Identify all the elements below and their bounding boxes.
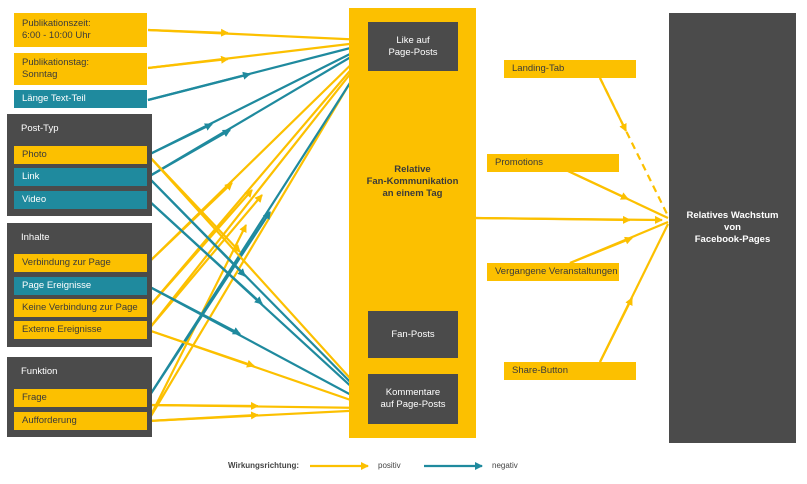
arrow-photo-komm [147,154,369,399]
funktion-title: Funktion [21,366,58,377]
legend-negativ: negativ [492,461,518,470]
posttyp-link: Link [14,168,147,186]
promotions-box: Promotions [487,154,619,172]
inhalte-keine-verbindung: Keine Verbindung zur Page [14,299,147,317]
pubzeit-box: Publikationszeit: 6:00 - 10:00 Uhr [14,13,147,47]
inhalte-title: Inhalte [21,232,50,243]
veranstaltungen-box: Vergangene Veranstaltungen [487,263,619,281]
inhalte-verbindung: Verbindung zur Page [14,254,147,272]
fanposts-box: Fan-Posts [368,311,458,358]
pubtag-box: Publikationstag: Sonntag [14,53,147,85]
relative-fan-label: Relative Fan-Kommunikation an einem Tag [366,164,459,199]
laenge-text-box: Länge Text-Teil [14,90,147,108]
posttyp-video: Video [14,191,147,209]
funktion-frage: Frage [14,389,147,407]
inhalte-externe: Externe Ereignisse [14,321,147,339]
posttyp-photo: Photo [14,146,147,164]
wachstum-box: Relatives Wachstum von Facebook-Pages [669,13,796,443]
landing-tab-box: Landing-Tab [504,60,636,78]
arrow-aufforderung-like [147,55,367,422]
inhalte-page-ereignisse: Page Ereignisse [14,277,147,295]
legend-positiv: positiv [378,461,401,470]
funktion-aufforderung: Aufforderung [14,412,147,430]
kommentare-box: Kommentare auf Page-Posts [368,374,458,424]
posttyp-title: Post-Typ [21,123,59,134]
relative-fan-kommunikation-panel [349,8,476,438]
like-box: Like auf Page-Posts [368,22,458,71]
arrow-externe-like [147,53,367,331]
share-button-box: Share-Button [504,362,636,380]
legend-title: Wirkungsrichtung: [228,461,300,470]
